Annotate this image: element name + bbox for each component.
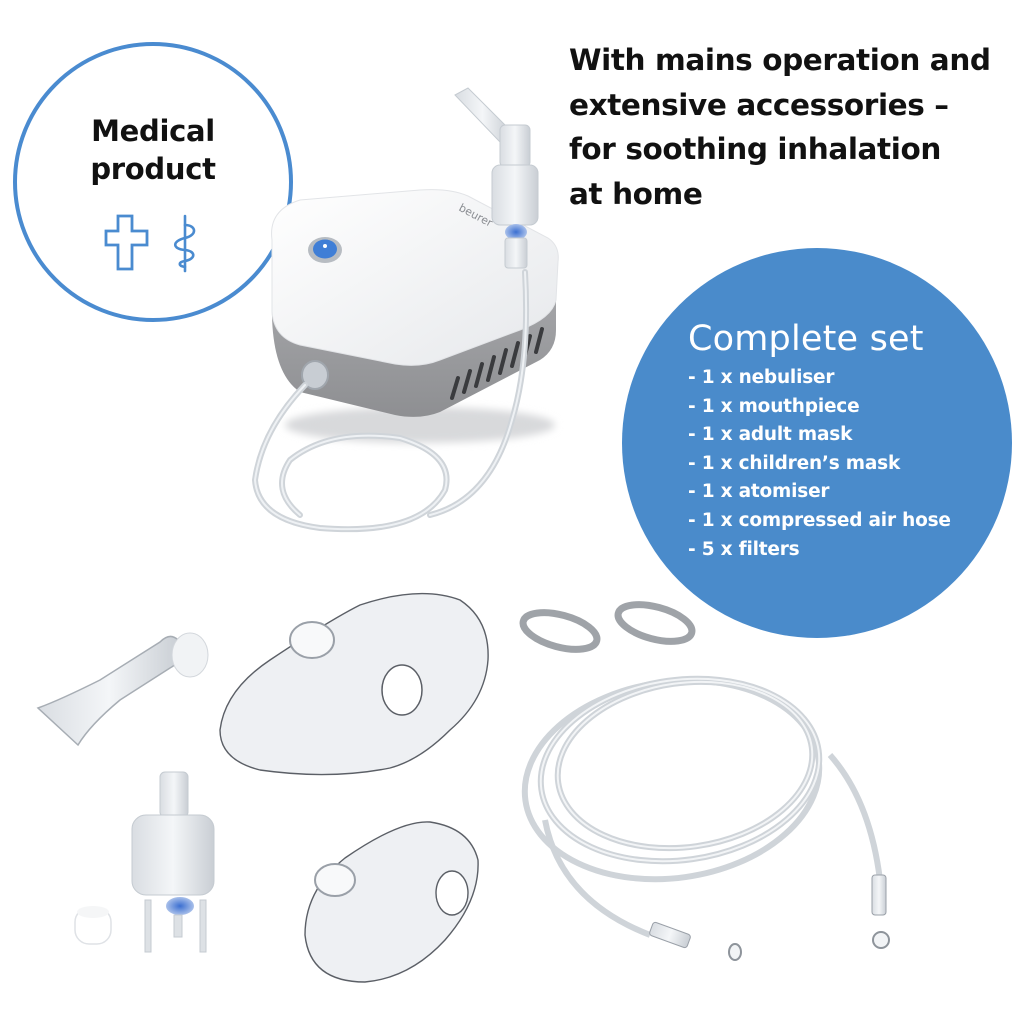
medical-product-badge bbox=[13, 42, 293, 322]
mouthpiece bbox=[36, 632, 209, 747]
nebuliser-on-device bbox=[454, 87, 539, 269]
filter-pad bbox=[74, 906, 112, 945]
set-item: - 1 x children’s mask bbox=[688, 452, 901, 474]
set-item: - 1 x nebuliser bbox=[688, 367, 835, 388]
complete-set-list: - 1 x nebuliser - 1 x mouthpiece - 1 x a… bbox=[688, 364, 951, 564]
set-item: - 1 x atomiser bbox=[688, 481, 830, 503]
set-item: - 1 x compressed air hose bbox=[688, 509, 951, 531]
nebuliser-device: beurer bbox=[271, 189, 559, 417]
complete-set-circle bbox=[622, 248, 1012, 638]
badge-icons bbox=[104, 213, 204, 273]
hose-connectors bbox=[649, 874, 890, 961]
badge-title-line-2: product bbox=[90, 152, 216, 186]
medical-product-label: Medical product bbox=[13, 112, 293, 188]
headline-line-2: extensive accessories – bbox=[569, 87, 949, 122]
complete-set-title: Complete set bbox=[688, 319, 924, 359]
headline-line-3: for soothing inhalation bbox=[569, 132, 941, 166]
compressed-air-hose bbox=[521, 675, 883, 938]
set-item: - 5 x filters bbox=[688, 538, 800, 560]
adult-mask bbox=[219, 592, 489, 776]
device-hose bbox=[251, 269, 530, 533]
rod-of-asclepius-icon bbox=[174, 214, 196, 273]
children-mask bbox=[304, 821, 479, 983]
headline-line-1: With mains operation and bbox=[569, 43, 991, 77]
set-item: - 1 x mouthpiece bbox=[688, 395, 860, 417]
headline-line-4: at home bbox=[569, 176, 703, 211]
brand-logo: beurer bbox=[457, 201, 496, 230]
nebuliser bbox=[131, 771, 215, 953]
set-item: - 1 x adult mask bbox=[688, 424, 853, 446]
filter-strips bbox=[519, 601, 696, 653]
cross-outline-icon bbox=[104, 214, 149, 271]
headline: With mains operation and extensive acces… bbox=[569, 38, 1019, 216]
badge-title-line-1: Medical bbox=[91, 114, 215, 148]
